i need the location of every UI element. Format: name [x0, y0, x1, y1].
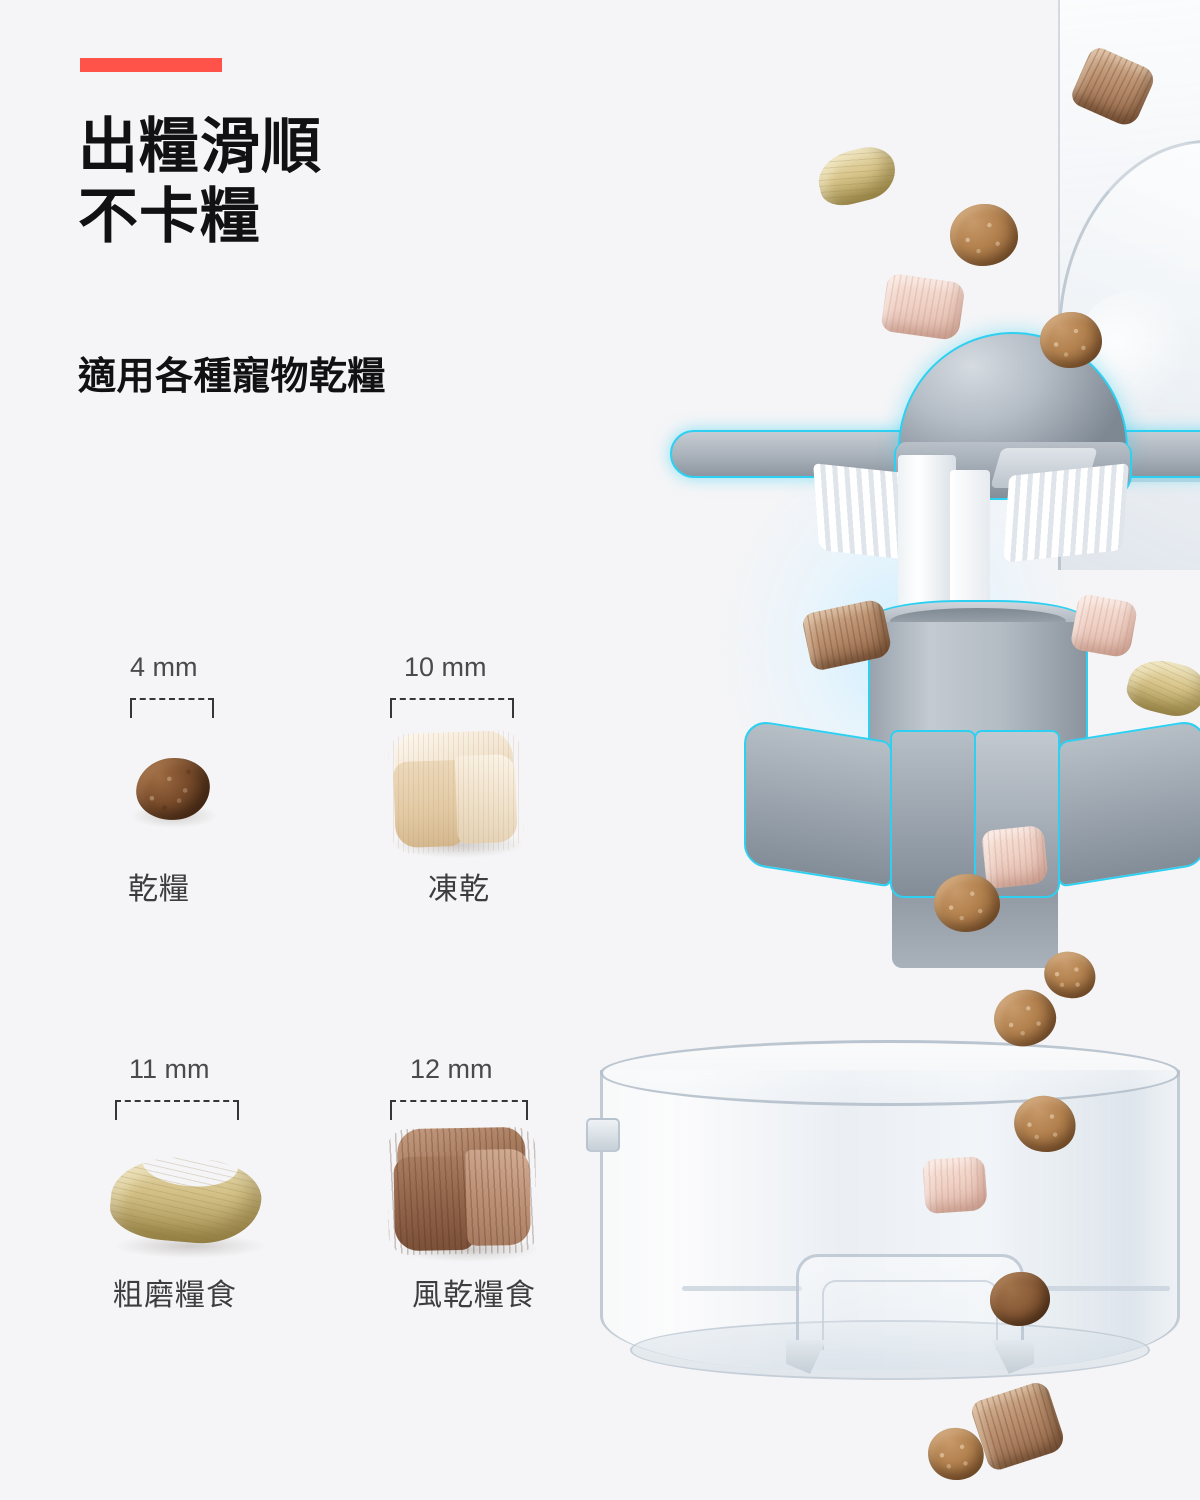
measurement-bracket [130, 698, 214, 720]
bracket-tick-right [526, 1100, 528, 1120]
bracket-dashed-line [115, 1100, 239, 1102]
spec-caption: 粗磨糧食 [113, 1279, 237, 1312]
falling-food-piece [922, 1155, 988, 1215]
spec-item-dry-kibble: 4 mm 乾糧 [128, 652, 350, 912]
bracket-tick-right [237, 1100, 239, 1120]
measurement-label: 11 mm [129, 1054, 210, 1084]
bracket-tick-left [390, 1100, 392, 1120]
bowl-knob [586, 1118, 620, 1152]
bracket-tick-right [512, 698, 514, 718]
coarse-ground-nugget-icon [107, 1151, 265, 1249]
page-subtitle: 適用各種寵物乾糧 [78, 356, 387, 398]
air-dried-cube-icon [386, 1126, 538, 1256]
spec-caption: 風乾糧食 [412, 1279, 536, 1312]
spec-item-coarse-ground: 11 mm 粗磨糧食 [107, 1054, 365, 1324]
bowl-handle-inner [822, 1280, 998, 1350]
transparent-food-bowl [586, 1040, 1190, 1420]
spec-item-freeze-dried: 10 mm 凍乾 [387, 652, 630, 912]
bracket-dashed-line [390, 1100, 528, 1102]
spec-item-air-dried: 12 mm 風乾糧食 [386, 1054, 650, 1324]
bracket-tick-left [390, 698, 392, 718]
measurement-label: 4 mm [130, 652, 198, 682]
product-illustration [560, 0, 1200, 1500]
measurement-bracket [115, 1100, 239, 1122]
falling-food-piece [990, 1272, 1050, 1326]
falling-food-piece [1069, 593, 1139, 659]
measurement-bracket [390, 698, 514, 720]
rotor-vane [890, 730, 976, 898]
headline-line-2: 不卡糧 [78, 182, 261, 250]
measurement-label: 12 mm [410, 1054, 493, 1084]
rotor-vane [744, 718, 892, 888]
headline-line-1: 出糧滑順 [78, 113, 322, 180]
accent-bar [80, 58, 222, 72]
spec-caption: 乾糧 [128, 873, 190, 906]
falling-food-piece [950, 204, 1018, 266]
measurement-label: 10 mm [404, 652, 487, 682]
comb-teeth-group [810, 463, 1190, 570]
falling-food-piece [923, 1422, 989, 1486]
bowl-ledge-left [682, 1286, 802, 1291]
bracket-dashed-line [130, 698, 214, 700]
comb-right [1003, 463, 1129, 563]
drive-shaft [898, 455, 956, 625]
food-size-spec-grid: 4 mm 乾糧 10 mm [0, 0, 620, 1500]
bowl-rim [600, 1040, 1180, 1106]
falling-food-piece [989, 985, 1061, 1051]
food-sample-coarse-ground [105, 1146, 275, 1266]
bowl-ledge-right [1020, 1286, 1170, 1291]
measurement-bracket [390, 1100, 528, 1122]
falling-food-piece [1040, 312, 1102, 368]
bracket-tick-left [115, 1100, 117, 1120]
bowl-handle [796, 1254, 1024, 1350]
bowl-base [630, 1320, 1150, 1380]
freeze-dried-cube-icon [387, 729, 525, 855]
rotor-vane [1058, 718, 1200, 888]
drive-shaft-secondary [950, 470, 990, 620]
food-sample-dry-kibble [131, 748, 217, 838]
bracket-tick-left [130, 698, 132, 718]
bracket-tick-right [212, 698, 214, 718]
spec-caption: 凍乾 [428, 873, 490, 906]
food-sample-freeze-dried [387, 726, 528, 860]
falling-food-piece [934, 874, 1000, 932]
page-title: 出糧滑順 不卡糧 [78, 112, 598, 251]
falling-food-piece [880, 272, 966, 342]
food-sample-air-dried [386, 1122, 548, 1264]
bracket-dashed-line [390, 698, 514, 700]
